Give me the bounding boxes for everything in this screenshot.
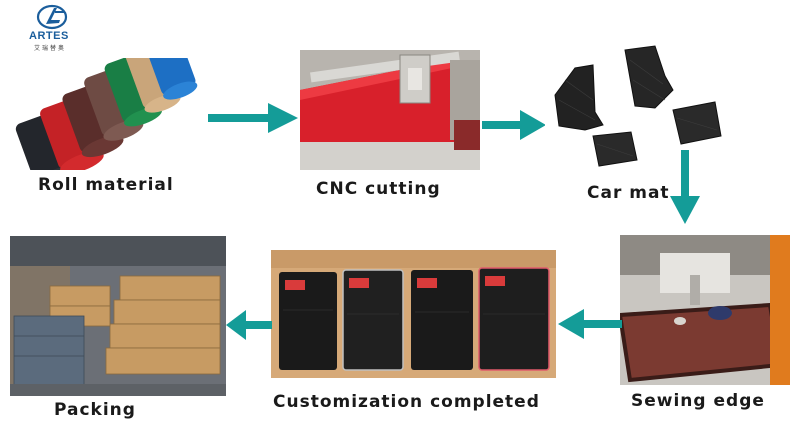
customization-photo <box>271 250 556 378</box>
packing-photo <box>10 236 226 396</box>
brand-name: ARTES <box>29 30 69 42</box>
step-label-packing: Packing <box>54 400 136 420</box>
cnc-cutting-photo <box>300 50 480 170</box>
roll-material-photo <box>10 58 210 170</box>
arrow-left-icon <box>226 310 272 340</box>
brand-logo: ARTES 艾瑞替奥 <box>14 2 94 52</box>
logo-emblem-icon <box>36 4 68 30</box>
brand-subtitle: 艾瑞替奥 <box>34 46 67 52</box>
step-label-cnc-cutting: CNC cutting <box>316 179 441 199</box>
arrow-down-icon <box>670 150 700 224</box>
step-label-car-mat: Car mat <box>587 183 670 203</box>
car-mat-photo <box>545 40 745 182</box>
step-label-sewing-edge: Sewing edge <box>631 391 765 411</box>
arrow-left-icon <box>558 309 622 339</box>
step-label-roll-material: Roll material <box>38 175 174 195</box>
sewing-edge-photo <box>620 235 790 385</box>
arrow-right-icon <box>208 103 298 133</box>
step-label-customization-completed: Customization completed <box>273 392 540 412</box>
arrow-right-icon <box>482 110 546 140</box>
